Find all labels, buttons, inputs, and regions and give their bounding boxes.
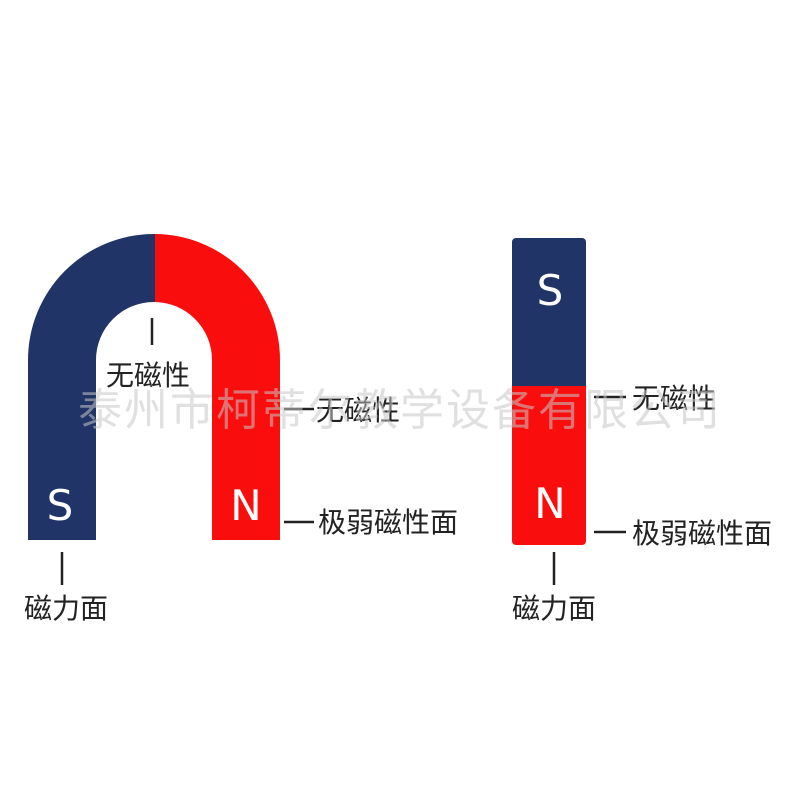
bar-neutral-label: 无磁性 bbox=[632, 382, 716, 415]
bar-magnet-south-half bbox=[512, 238, 586, 392]
u-magnet: S N bbox=[28, 234, 280, 540]
bar-magnet-north-half bbox=[512, 388, 586, 545]
bar-weak-face-label: 极弱磁性面 bbox=[632, 517, 772, 550]
u-neutral-right-label: 无磁性 bbox=[316, 394, 400, 427]
bar-force-face-label: 磁力面 bbox=[512, 592, 596, 625]
u-magnet-south-label: S bbox=[47, 481, 74, 530]
bar-magnet-south-label: S bbox=[537, 266, 564, 315]
u-magnet-north-arm bbox=[155, 234, 280, 540]
u-weak-face-label: 极弱磁性面 bbox=[318, 506, 458, 539]
u-neutral-top-label: 无磁性 bbox=[106, 359, 190, 392]
u-magnet-south-arm bbox=[28, 234, 155, 540]
bar-magnet-north-label: N bbox=[534, 479, 565, 528]
u-magnet-north-label: N bbox=[230, 481, 261, 530]
u-force-face-label: 磁力面 bbox=[24, 592, 108, 625]
bar-magnet: S N bbox=[512, 238, 586, 545]
company-watermark: 泰州市柯蒂尔教学设备有限公司 bbox=[78, 385, 722, 436]
